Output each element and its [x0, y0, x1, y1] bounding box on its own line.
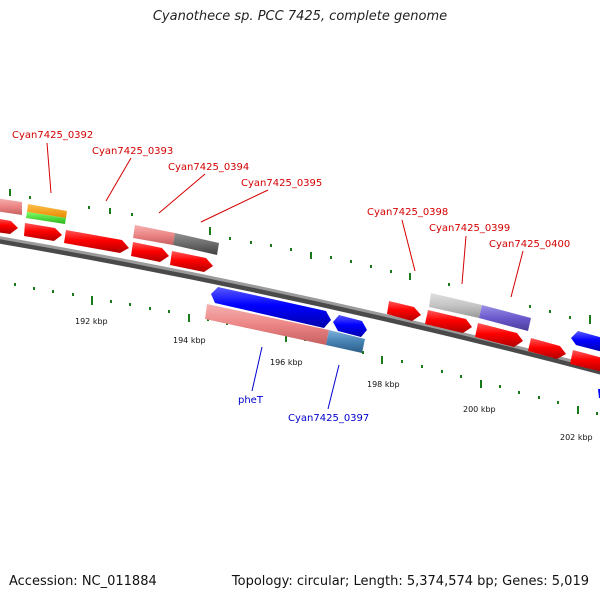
feature-block-orange[interactable]	[27, 204, 67, 218]
gene-label-forward[interactable]: Cyan7425_0394	[168, 162, 249, 173]
cds-reverse-arrow[interactable]	[333, 315, 367, 337]
scale-label: 200 kbp	[463, 405, 496, 414]
cds-forward-arrow[interactable]	[64, 230, 129, 253]
cds-forward-arrow[interactable]	[528, 338, 566, 359]
cds-forward-arrow[interactable]	[570, 350, 600, 372]
cds-forward-arrow[interactable]	[387, 301, 421, 321]
map-title: Cyanothece sp. PCC 7425, complete genome	[152, 9, 448, 24]
genome-backbone	[0, 236, 600, 370]
scale-label: 194 kbp	[173, 336, 206, 345]
scale-label: 202 kbp	[560, 433, 593, 442]
gene-label-reverse[interactable]: Cyan7425_0397	[288, 413, 369, 424]
cds-forward-arrow[interactable]	[0, 218, 18, 234]
genome-summary-text: Topology: circular; Length: 5,374,574 bp…	[231, 574, 589, 589]
forward-feature-row[interactable]	[0, 198, 531, 331]
reverse-cds-row[interactable]	[205, 287, 600, 399]
scale-label: 198 kbp	[367, 380, 400, 389]
cds-forward-arrow[interactable]	[24, 223, 62, 241]
cds-reverse-arrow[interactable]	[571, 331, 600, 352]
cds-forward-arrow[interactable]	[131, 242, 169, 262]
gene-label-forward[interactable]: Cyan7425_0398	[367, 207, 448, 218]
forward-label-leaders	[46, 142, 524, 298]
gene-label-forward[interactable]: Cyan7425_0400	[489, 239, 570, 250]
gene-label-reverse[interactable]: pheT	[238, 395, 264, 406]
cds-forward-arrow[interactable]	[170, 251, 213, 272]
feature-block-darkgray[interactable]	[173, 233, 219, 255]
gene-label-forward[interactable]: Cyan7425_0395	[241, 178, 322, 189]
feature-block-pink-left[interactable]	[0, 198, 22, 215]
cds-reverse-arrow[interactable]	[211, 287, 331, 328]
outer-tick-row	[9, 189, 591, 324]
cds-forward-arrow[interactable]	[425, 310, 472, 333]
scale-label: 192 kbp	[75, 317, 108, 326]
accession-text: Accession: NC_011884	[9, 574, 157, 589]
forward-cds-row[interactable]	[0, 218, 600, 372]
gene-label-forward[interactable]: Cyan7425_0392	[12, 130, 93, 141]
gene-label-forward[interactable]: Cyan7425_0399	[429, 223, 510, 234]
feature-block-pink[interactable]	[133, 225, 175, 245]
feature-block-green[interactable]	[26, 212, 66, 224]
scale-label: 196 kbp	[270, 358, 303, 367]
cds-forward-arrow[interactable]	[475, 323, 523, 347]
reverse-feature-block-pink[interactable]	[205, 304, 329, 345]
reverse-label-leaders	[251, 346, 340, 410]
reverse-feature-block-steelblue[interactable]	[326, 330, 365, 353]
scale-labels: 192 kbp 194 kbp 196 kbp 198 kbp 200 kbp …	[75, 317, 593, 442]
reverse-gene-labels: pheT Cyan7425_0397	[238, 395, 369, 424]
backbone-shadow	[0, 237, 600, 375]
gene-label-forward[interactable]: Cyan7425_0393	[92, 146, 173, 157]
feature-block-purple[interactable]	[479, 305, 531, 331]
feature-block-lightgray[interactable]	[429, 293, 482, 318]
forward-gene-labels: Cyan7425_0392 Cyan7425_0393 Cyan7425_039…	[12, 130, 570, 250]
